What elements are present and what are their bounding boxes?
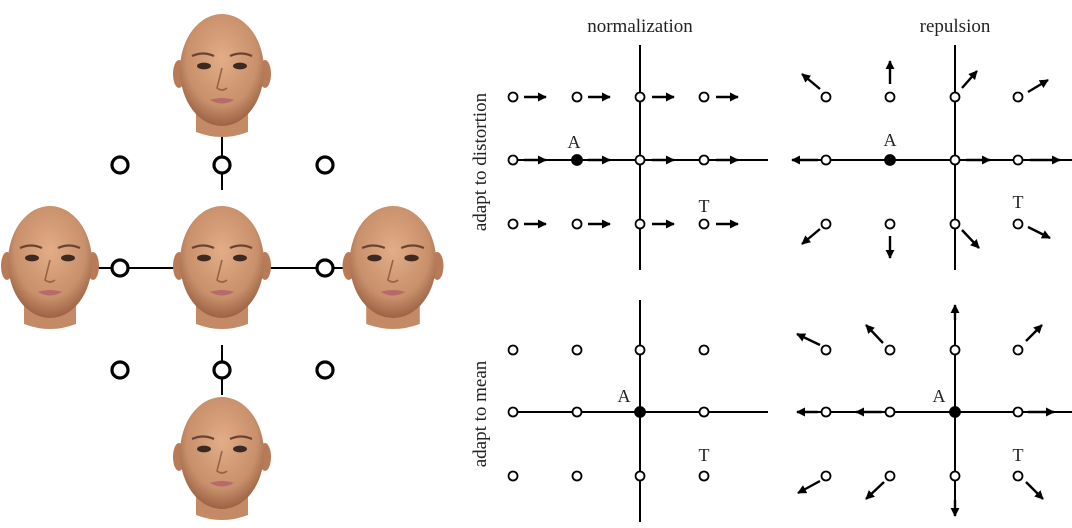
test-point [1012, 218, 1024, 230]
open-point [884, 470, 896, 482]
open-point [949, 218, 961, 230]
repulsion-arrow [961, 229, 980, 249]
panel-normalization-distortion: A T [507, 45, 768, 270]
open-point [949, 154, 961, 166]
open-point [571, 406, 583, 418]
open-point [698, 344, 710, 356]
face-top [171, 12, 273, 139]
open-point [507, 91, 519, 103]
adaptor-point [884, 154, 896, 166]
open-point [634, 91, 646, 103]
open-point [949, 344, 961, 356]
adaptor-label: A [884, 130, 897, 150]
open-point [1012, 154, 1024, 166]
repulsion-arrow [797, 479, 821, 495]
repulsion-arrow [961, 70, 978, 89]
open-point [507, 154, 519, 166]
open-point [820, 154, 832, 166]
open-point [698, 91, 710, 103]
open-point [634, 344, 646, 356]
test-point [698, 218, 710, 230]
repulsion-arrow [801, 73, 821, 90]
face-morph-grid [0, 12, 445, 522]
open-point [698, 154, 710, 166]
open-point [820, 344, 832, 356]
face-left [0, 204, 101, 331]
panel-repulsion-distortion: A T [791, 45, 1072, 270]
adaptor-point [571, 154, 583, 166]
morph-marker [315, 155, 335, 175]
open-point [1012, 344, 1024, 356]
open-point [571, 344, 583, 356]
morph-marker [315, 360, 335, 380]
open-point [820, 406, 832, 418]
column-title-repulsion: repulsion [920, 16, 991, 37]
morph-marker [110, 258, 130, 278]
open-point [1012, 406, 1024, 418]
open-point [1012, 91, 1024, 103]
open-point [820, 218, 832, 230]
open-point [884, 406, 896, 418]
adaptor-point [634, 406, 646, 418]
open-point [884, 91, 896, 103]
repulsion-arrow [1025, 481, 1044, 500]
repulsion-arrow [1027, 225, 1051, 240]
open-point [571, 91, 583, 103]
repulsion-arrow [1025, 324, 1043, 342]
face-center [171, 204, 273, 331]
open-point [634, 154, 646, 166]
open-point [884, 344, 896, 356]
row-title-adapt-to-distortion: adapt to distortion [470, 92, 491, 231]
face-right [341, 204, 445, 331]
adaptor-label: A [933, 386, 946, 406]
column-title-normalization: normalization [587, 16, 693, 37]
morph-marker [212, 155, 232, 175]
test-label: T [699, 196, 710, 216]
morph-marker [212, 360, 232, 380]
test-label: T [1013, 445, 1024, 465]
row-title-adapt-to-mean: adapt to mean [470, 360, 491, 467]
open-point [507, 406, 519, 418]
open-point [634, 218, 646, 230]
open-point [507, 344, 519, 356]
panel-repulsion-mean: A T [796, 304, 1072, 517]
adaptor-label: A [568, 132, 581, 152]
adaptor-label: A [618, 386, 631, 406]
repulsion-arrow [796, 332, 821, 347]
open-point [634, 470, 646, 482]
open-point [507, 218, 519, 230]
repulsion-arrow [865, 324, 884, 344]
adaptor-point [949, 406, 961, 418]
test-label: T [1013, 192, 1024, 212]
repulsion-arrow [865, 481, 885, 500]
face-bottom [171, 395, 273, 522]
open-point [884, 218, 896, 230]
test-point [1012, 470, 1024, 482]
open-point [949, 470, 961, 482]
open-point [571, 218, 583, 230]
open-point [507, 470, 519, 482]
open-point [949, 91, 961, 103]
repulsion-arrow [801, 228, 821, 245]
morph-marker [110, 155, 130, 175]
morph-marker [315, 258, 335, 278]
panel-normalization-mean: A T [507, 300, 768, 522]
open-point [820, 470, 832, 482]
open-point [571, 470, 583, 482]
repulsion-arrow [1027, 78, 1049, 94]
open-point [820, 91, 832, 103]
open-point [698, 406, 710, 418]
test-label: T [699, 445, 710, 465]
morph-marker [110, 360, 130, 380]
test-point [698, 470, 710, 482]
